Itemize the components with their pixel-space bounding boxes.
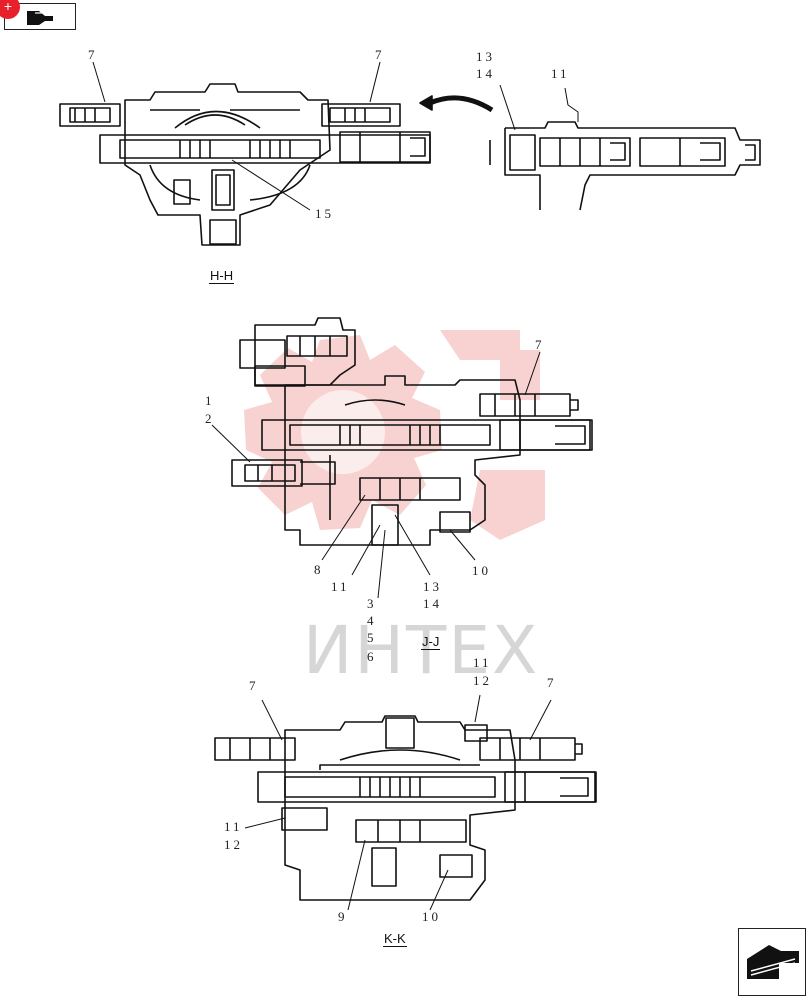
callout-13: 13 <box>476 49 495 64</box>
callout-11: 11 <box>224 819 243 834</box>
section-label-kk: K-K <box>383 931 407 947</box>
callout-6: 6 <box>367 649 377 664</box>
callout-12: 12 <box>224 837 243 852</box>
callout-7: 7 <box>88 47 98 62</box>
nav-forward-button[interactable] <box>738 928 806 996</box>
hand-pointer-back-icon <box>27 11 53 25</box>
callout-12: 12 <box>473 673 492 688</box>
detail-arrow <box>429 95 494 113</box>
hand-pointer-forward-icon <box>747 945 799 979</box>
section-hh-drawing <box>59 61 431 246</box>
callout-7: 7 <box>535 337 545 352</box>
callout-15: 15 <box>315 206 334 221</box>
callout-10: 10 <box>472 563 491 578</box>
callout-11: 11 <box>551 66 570 81</box>
callout-13: 13 <box>423 579 442 594</box>
callout-5: 5 <box>367 630 377 645</box>
callout-2: 2 <box>205 411 215 426</box>
callout-11: 11 <box>331 579 350 594</box>
callout-4: 4 <box>367 613 377 628</box>
section-label-jj: J-J <box>421 634 441 650</box>
callout-9: 9 <box>338 909 348 924</box>
callout-7: 7 <box>249 678 259 693</box>
callout-14: 14 <box>476 66 495 81</box>
callout-10: 10 <box>422 909 441 924</box>
plus-icon[interactable]: + <box>0 0 20 19</box>
callout-7: 7 <box>547 675 557 690</box>
callout-7: 7 <box>375 47 385 62</box>
callout-14: 14 <box>423 596 442 611</box>
section-label-hh: H-H <box>209 268 235 284</box>
callout-3: 3 <box>367 596 377 611</box>
section-jj-drawing <box>211 317 593 599</box>
callout-8: 8 <box>314 562 324 577</box>
watermark-text: ИНТЕХ <box>303 612 540 689</box>
section-kk-drawing <box>214 694 597 911</box>
callout-1: 1 <box>205 393 215 408</box>
nav-back-button[interactable]: + <box>0 0 76 30</box>
callout-11: 11 <box>473 655 492 670</box>
detail-view-drawing <box>489 84 761 211</box>
